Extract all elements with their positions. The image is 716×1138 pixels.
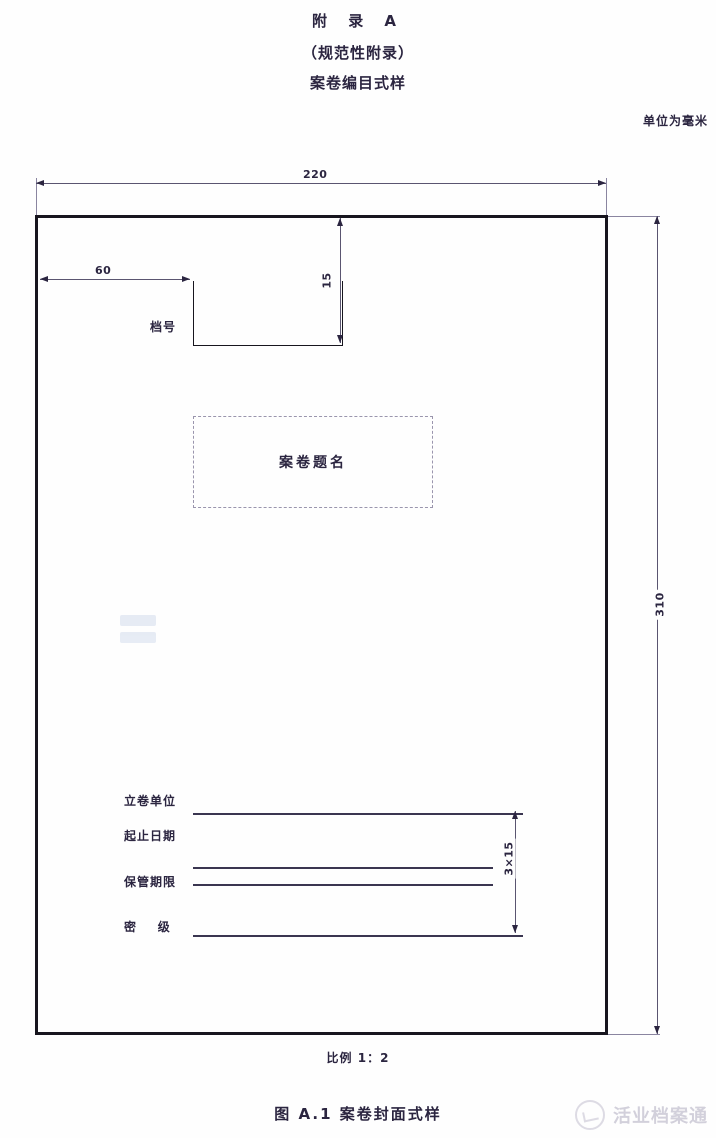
watermark-text: 活业档案通 [613, 1106, 708, 1127]
archive-number-label: 档号 [150, 320, 177, 334]
dim-line-notch-offset [40, 279, 190, 280]
dim-arrow-notch-left [40, 276, 48, 282]
dim-arrow-notch-right [182, 276, 190, 282]
field-rule-security-level [193, 935, 523, 937]
scale-caption: 比例 1：2 [326, 1051, 390, 1065]
dim-arrow-notch-bottom [337, 335, 343, 343]
dim-arrow-field-rows-bottom [512, 925, 518, 933]
dim-label-height: 310 [653, 589, 667, 620]
corner-watermark: 活业档案通 [575, 1100, 708, 1130]
watermark-bar-top [120, 615, 156, 626]
dim-arrow-width-left [36, 180, 44, 186]
field-rule-retention-period [193, 884, 493, 886]
field-label-date-range: 起止日期 [124, 829, 177, 843]
watermark-bar-bottom [120, 632, 156, 643]
dim-label-notch-offset: 60 [92, 264, 115, 277]
case-title-box: 案卷题名 [193, 416, 433, 508]
field-label-compiling-unit: 立卷单位 [124, 794, 177, 808]
dim-label-field-rows: 3×15 [502, 838, 516, 879]
appendix-subtitle: 案卷编目式样 [309, 74, 406, 92]
page-watermark-glyph [118, 611, 162, 651]
field-rule-date-range [193, 867, 493, 869]
dim-ext-right-bottom [608, 1034, 660, 1035]
figure-caption: 图 A.1 案卷封面式样 [274, 1105, 442, 1123]
field-rule-compiling-unit [193, 813, 523, 815]
dim-line-height [657, 216, 658, 1034]
unit-note: 单位为毫米 [642, 114, 708, 128]
dim-line-notch-height [340, 218, 341, 343]
watermark-logo-icon [575, 1100, 605, 1130]
field-label-security-level: 密 级 [124, 920, 171, 934]
case-title-label: 案卷题名 [279, 455, 347, 471]
normative-annex-label: （规范性附录） [301, 44, 414, 62]
dim-arrow-height-bottom [654, 1026, 660, 1034]
dim-label-notch-height: 15 [320, 269, 334, 292]
dim-ext-top-right [606, 178, 607, 218]
field-label-retention-period: 保管期限 [124, 875, 177, 889]
archive-number-notch [193, 281, 343, 346]
appendix-title: 附 录 A [311, 12, 405, 30]
dim-line-width [36, 183, 606, 184]
dim-arrow-width-right [598, 180, 606, 186]
dim-arrow-notch-top [337, 218, 343, 226]
dim-ext-right-top [608, 216, 660, 217]
dim-label-width: 220 [300, 168, 331, 181]
archive-cover-frame: 案卷题名 立卷单位 起止日期 保管期限 密 级 [35, 215, 608, 1035]
dim-arrow-field-rows-top [512, 811, 518, 819]
dim-arrow-height-top [654, 216, 660, 224]
dim-ext-top-left [36, 178, 37, 218]
